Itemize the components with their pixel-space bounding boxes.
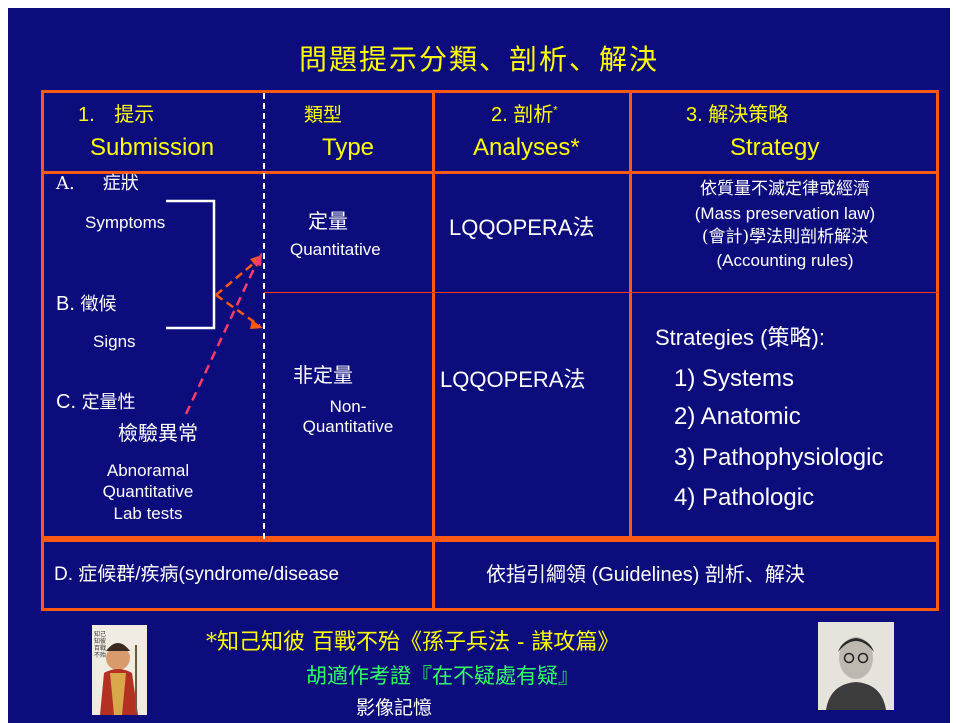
strategy-item: 1) Systems	[674, 365, 795, 392]
header-col4: 3. 解決策略	[686, 102, 789, 127]
strategy-heading: Strategies (策略):	[655, 325, 825, 350]
strategy-item: 2) Anatomic	[674, 403, 801, 430]
type-quant-zh: 定量	[308, 209, 348, 233]
type-quant-en: Quantitative	[290, 240, 381, 259]
bottom-row-left: D. 症候群/疾病(syndrome/disease	[54, 564, 340, 585]
analysis-row1: LQQOPERA法	[449, 215, 595, 240]
item-b-en: Signs	[93, 332, 136, 351]
col1-col2-dashed-divider	[263, 93, 265, 539]
footer-quote-1: *知己知彼 百戰不殆《孫子兵法 - 謀攻篇》	[206, 630, 620, 655]
analysis-row2: LQQOPERA法	[440, 367, 586, 392]
bottom-row-right: 依指引綱領 (Guidelines) 剖析、解決	[486, 564, 805, 586]
strategy-row1: 依質量不滅定律或經濟 (Mass preservation law) (會計)學…	[694, 179, 876, 271]
header-col3-en: Analyses*	[473, 134, 580, 161]
header-col3: 2. 剖析*	[491, 102, 558, 127]
item-c-zh2: 檢驗異常	[118, 421, 198, 445]
warrior-image: 知己知彼 百戰不殆	[92, 625, 147, 715]
warrior-icon	[92, 625, 147, 715]
slide-title: 問題提示分類、剖析、解決	[298, 43, 659, 76]
header-col4-en: Strategy	[730, 134, 820, 161]
footer-caption: 影像記憶	[356, 697, 433, 719]
item-c: C. 定量性	[56, 391, 136, 413]
item-b: B. 徵候	[56, 293, 117, 315]
warrior-image-text: 知己知彼 百戰不殆	[94, 631, 106, 659]
main-table-frame	[41, 90, 939, 539]
row-divider	[264, 292, 939, 293]
type-nonquant-zh: 非定量	[293, 363, 353, 387]
portrait-image	[818, 622, 894, 710]
header-col1-en: Submission	[90, 134, 215, 161]
slide: 問題提示分類、剖析、解決 1. 提示 Submission 類型 Type 2.…	[8, 8, 950, 723]
header-col1: 1. 提示	[78, 102, 155, 127]
header-col2-en: Type	[322, 134, 375, 161]
item-a: A.症狀	[56, 173, 139, 194]
portrait-icon	[818, 622, 894, 710]
col3-divider	[432, 90, 435, 611]
bottom-row-frame	[41, 539, 939, 611]
type-nonquant-en: Non-Quantitative	[302, 397, 394, 436]
header-divider	[41, 171, 939, 174]
header-col2: 類型	[304, 104, 343, 126]
item-a-en: Symptoms	[85, 213, 166, 232]
col4-divider	[629, 90, 632, 539]
footer-quote-2: 胡適作考證『在不疑處有疑』	[306, 664, 579, 688]
strategy-item: 4) Pathologic	[674, 484, 815, 511]
strategy-item: 3) Pathophysiologic	[674, 444, 884, 471]
